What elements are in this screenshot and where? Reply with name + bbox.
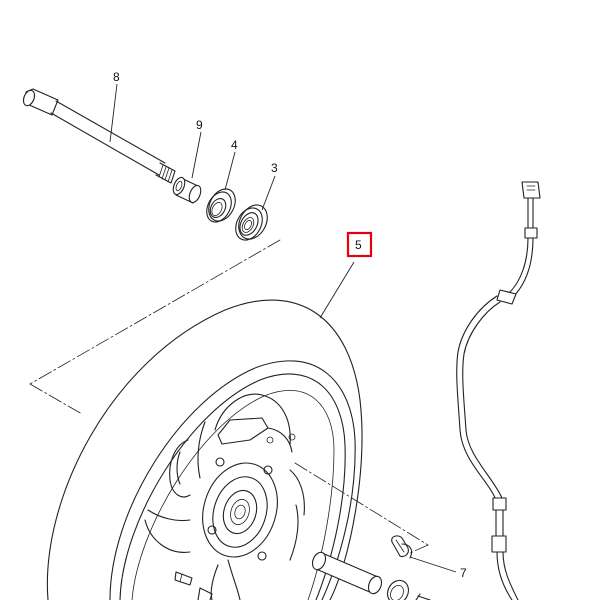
leader-lines <box>109 83 457 573</box>
callout-7[interactable]: 7 <box>460 566 467 580</box>
oil-seal-icon[interactable] <box>202 184 241 226</box>
collar-icon[interactable] <box>171 176 203 204</box>
bearing-icon[interactable] <box>230 200 273 245</box>
sensor-cable-icon[interactable] <box>456 181 541 600</box>
callout-3[interactable]: 3 <box>271 161 278 175</box>
callouts: 8 9 4 3 5 7 <box>113 70 467 580</box>
callout-5[interactable]: 5 <box>355 238 362 252</box>
callout-4[interactable]: 4 <box>231 138 238 152</box>
wheel-icon[interactable] <box>46 299 363 600</box>
callout-8[interactable]: 8 <box>113 70 120 84</box>
callout-9[interactable]: 9 <box>196 118 203 132</box>
axle-icon[interactable] <box>21 88 176 184</box>
callout-5-highlight <box>346 231 373 258</box>
clamp-icon[interactable] <box>391 535 413 559</box>
collar-icon[interactable] <box>310 550 384 595</box>
assembly-lines <box>29 239 429 554</box>
oil-seal-icon[interactable] <box>384 577 431 600</box>
